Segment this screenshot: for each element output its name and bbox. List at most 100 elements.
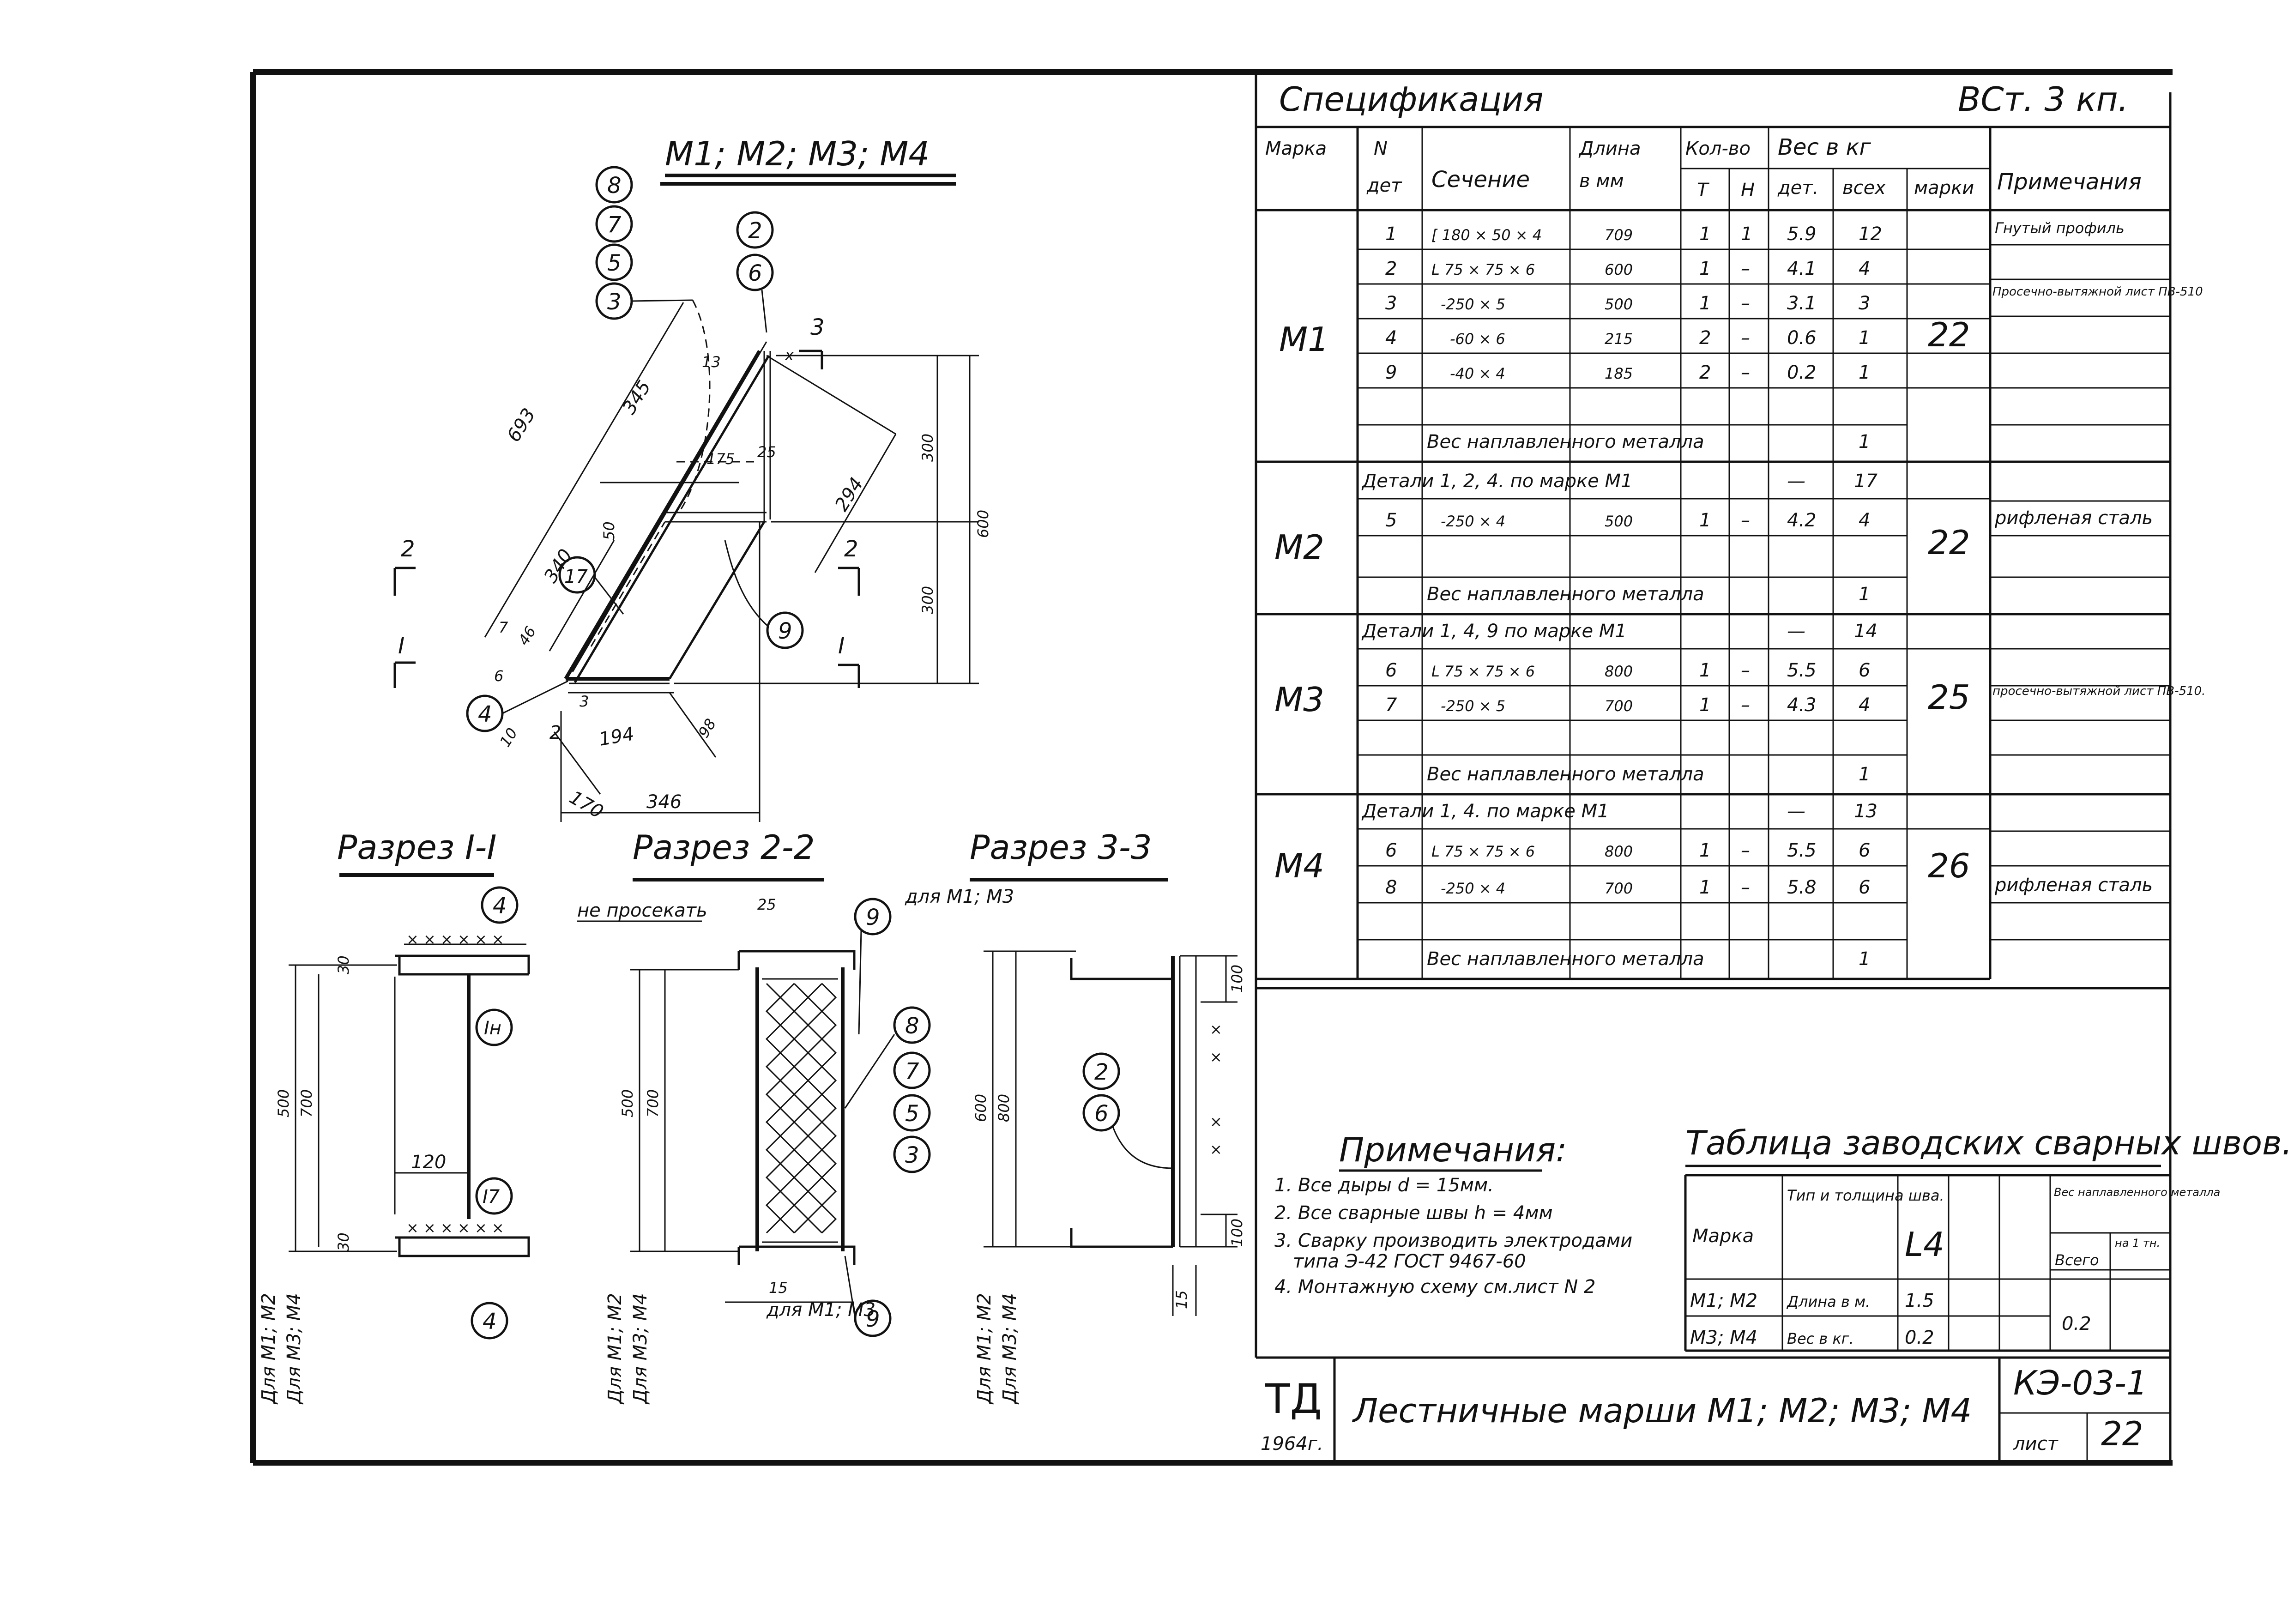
weld-h-vsego: Всего [2055, 1251, 2099, 1269]
spec-h-vseh: всех [1842, 177, 1886, 199]
m4-r1-h: – [1741, 840, 1750, 861]
notes-title: Примечания: [1339, 1130, 1567, 1169]
m4-weld-label: Вес наплавленного металла [1427, 948, 1704, 970]
m1-weld-value: 1 [1859, 431, 1870, 453]
section-mark-1-right: I [838, 633, 845, 659]
spec-h-kol: Кол-во [1685, 138, 1751, 159]
spec-h-dlina: Длина [1578, 138, 1641, 159]
spec-m3-label: М3 [1274, 680, 1324, 719]
m1-r4-len: 215 [1605, 330, 1633, 348]
s11-callout-4-top: 4 [493, 893, 507, 919]
weld-r1-label: Длина в м. [1786, 1293, 1870, 1310]
callout-2: 2 [748, 218, 762, 244]
m1-r3-h: – [1741, 293, 1750, 314]
stamp-name: Лестничные марши М1; М2; М3; М4 [1352, 1391, 1972, 1430]
s22-dim-700: 700 [644, 1089, 662, 1117]
s22-for-m3m4: Для М3; М4 [630, 1293, 651, 1405]
spec-title: Спецификация [1279, 80, 1544, 119]
m3-details: Детали 1, 4, 9 по марке М1 [1361, 621, 1627, 642]
s11-dim-30-bottom: 30 [335, 1232, 352, 1251]
s11-callout-4-bottom: 4 [483, 1309, 497, 1334]
m4-r1-t: 1 [1699, 840, 1711, 861]
s11-callout-17: I7 [483, 1186, 500, 1207]
dim-300-bottom: 300 [919, 586, 936, 614]
m4-r2-n: 8 [1385, 877, 1397, 898]
m3-r2-t: 1 [1699, 694, 1711, 716]
m2-details-dash: — [1787, 471, 1805, 492]
dim-x: x [785, 346, 794, 364]
m4-details-dash: — [1787, 801, 1805, 822]
s33-callout-6: 6 [1094, 1101, 1109, 1127]
s11-weld-top: × × × × × × [406, 930, 504, 948]
section-mark-2-right: 2 [844, 536, 858, 562]
s22-for-m1m2: Для М1; М2 [604, 1293, 626, 1405]
spec-m4: М4 Детали 1, 4. по марке М1 — 13 6 L 75 … [1256, 801, 2170, 980]
callout-stack-left: 8 7 5 3 [595, 166, 693, 320]
weld-table: Таблица заводских сварных швов. Марка Ти… [1684, 1123, 2292, 1352]
m4-r1-n: 6 [1385, 840, 1397, 861]
m4-weld-value: 1 [1859, 948, 1870, 970]
dim-7: 7 [499, 619, 508, 636]
m1-r5-w: 0.2 [1787, 362, 1817, 383]
m3-r1-t: 1 [1699, 660, 1711, 681]
m4-details: Детали 1, 4. по марке М1 [1361, 801, 1609, 822]
m2-r1-t: 1 [1699, 510, 1711, 531]
m1-r2-sec: L 75 × 75 × 6 [1431, 261, 1535, 278]
section-1-1-title: Разрез I-I [337, 828, 496, 867]
m2-r1-n: 5 [1385, 510, 1397, 531]
m3-r2-h: – [1741, 694, 1750, 716]
m1-total: 22 [1928, 315, 1970, 354]
m1-r4-h: – [1741, 327, 1750, 349]
weld-r2-value: 0.2 [1905, 1327, 1934, 1348]
m4-r2-w: 5.8 [1787, 877, 1817, 898]
dim-50: 50 [600, 521, 618, 540]
dim-194: 194 [598, 723, 636, 750]
spec-m3: М3 Детали 1, 4, 9 по марке М1 — 14 6 L 7… [1256, 621, 2205, 796]
m2-r1-len: 500 [1605, 513, 1633, 530]
m4-r2-len: 700 [1605, 880, 1633, 897]
m3-r2-n: 7 [1385, 694, 1397, 716]
m4-r2-all: 6 [1859, 877, 1870, 898]
m1-r3-sec: -250 × 5 [1441, 296, 1505, 313]
section-mark-2-left: 2 [401, 536, 415, 562]
m3-details-dash: — [1787, 621, 1805, 642]
s22-callout-3: 3 [905, 1142, 919, 1168]
main-view: М1; М2; М3; М4 8 7 5 3 2 6 [393, 134, 992, 823]
s33-dim-15: 15 [1173, 1290, 1190, 1309]
m2-r1-h: – [1741, 510, 1750, 531]
spec-h-t: Т [1697, 180, 1710, 201]
dim-6: 6 [494, 667, 503, 685]
dim-98: 98 [695, 716, 720, 741]
spec-m1-label: М1 [1279, 320, 1329, 359]
section-marks: 2 2 I I 3 [393, 314, 860, 688]
s33-weld-3: × [1210, 1113, 1222, 1130]
m2-total: 22 [1928, 523, 1970, 562]
m4-details-value: 13 [1854, 801, 1877, 822]
spec-h-marki: марки [1914, 177, 1974, 199]
s33-dim-100-top: 100 [1228, 965, 1246, 993]
dim-13: 13 [702, 353, 721, 371]
m3-weld-label: Вес наплавленного металла [1427, 764, 1704, 785]
s11-dim-30-top: 30 [335, 955, 352, 974]
m1-r2-w: 4.1 [1787, 258, 1817, 279]
m3-r1-h: – [1741, 660, 1750, 681]
dim-2: 2 [549, 722, 561, 743]
spec-m1: М1 1 [ 180 × 50 × 4 709 1 1 5.9 12 Гнуты… [1256, 219, 2203, 463]
weld-r1-value: 1.5 [1905, 1290, 1934, 1311]
m1-r3-note: Просечно-вытяжной лист ПВ-510 [1992, 285, 2203, 299]
section-mark-1-left: I [398, 633, 404, 659]
m2-r1-w: 4.2 [1787, 510, 1817, 531]
section-mark-3: 3 [810, 314, 825, 340]
notes-block: Примечания: 1. Все дыры d = 15мм. 2. Все… [1274, 1130, 1632, 1298]
m4-r2-note: рифленая сталь [1994, 875, 2153, 896]
spec-h-prim: Примечания [1997, 169, 2142, 195]
dim-345: 345 [618, 377, 655, 418]
spec-h-det: дет [1366, 175, 1402, 196]
weld-h-marka: Марка [1692, 1226, 1754, 1247]
dim-600: 600 [974, 510, 992, 538]
s11-weld-bottom: × × × × × × [406, 1219, 504, 1237]
m1-r1-all: 12 [1859, 223, 1882, 245]
spec-h-sechenie: Сечение [1431, 167, 1530, 193]
dim-25: 25 [757, 443, 776, 461]
s33-for-m1m2: Для М1; М2 [974, 1293, 995, 1405]
